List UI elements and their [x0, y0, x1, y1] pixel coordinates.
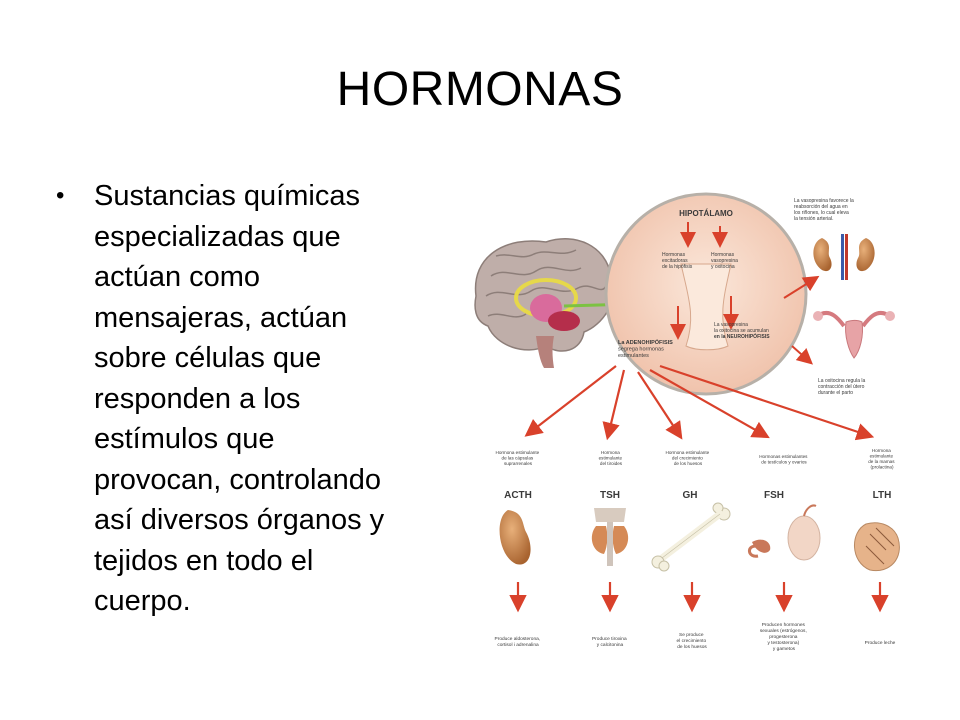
uterus-illustration [813, 311, 895, 359]
bullet-text: Sustancias químicas especializadas que a… [94, 180, 385, 617]
pituitary-magnified-view [604, 192, 808, 396]
neurohypophysis-note: La vasopresina la oxitocina se acumulan … [714, 322, 770, 340]
adenohypophysis-arrows [524, 364, 875, 441]
target-organs [499, 502, 900, 572]
kidneys-illustration [813, 234, 875, 280]
slide-title: HORMONAS [336, 63, 624, 116]
uterus-line-2: contracción del útero [818, 384, 865, 390]
hypo-right-line-3: y oxitocina [711, 264, 735, 270]
tsh-effect: Produce tiroxina y calcitonina [592, 636, 628, 648]
fsh-desc: Hormonas estimulantes de testículos y ov… [759, 454, 809, 465]
gh-desc: Hormona estimulante del crecimiento de l… [666, 450, 711, 466]
tsh-desc: Hormona estimulante del tiroides [599, 450, 624, 466]
lth-desc: Hormona estimulante de la mamas (prolact… [868, 448, 896, 470]
acth-label: ACTH [504, 490, 532, 501]
hypo-left-line-3: de la hipófisis [662, 264, 693, 270]
hypo-right-line-1: Hormonas [711, 252, 735, 258]
hormone-names: ACTH TSH GH FSH LTH [504, 490, 891, 501]
hormone-diagram-svg: HIPOTÁLAMO Hormonas excitadoras de la hi… [474, 192, 900, 652]
neuro-line-3: en la NEUROHIPÓFISIS [714, 332, 770, 340]
gh-effect: Se produce el crecimiento de los huesos [677, 632, 708, 650]
tsh-label: TSH [600, 490, 620, 501]
gonads-illustration [748, 504, 821, 561]
kidney-line-2: reabsorción del agua en [794, 204, 848, 210]
adeno-line-2: segrega hormonas [618, 347, 664, 353]
hypo-left-line-1: Hormonas [662, 252, 686, 258]
adenohypophysis-note: La ADENOHIPÓFISIS segrega hormonas estim… [618, 338, 674, 359]
kidney-line-4: la tensión arterial. [794, 216, 833, 222]
lth-label: LTH [873, 490, 892, 501]
kidney-line-3: los riñones, lo cual eleva [794, 210, 849, 216]
uterus-note: La oxitocina regula la contracción del ú… [818, 378, 867, 396]
hypo-right-line-2: vasopresina [711, 258, 738, 264]
hormone-descriptions: Hormona estimulante de las cápsulas supr… [496, 448, 896, 470]
hypo-left-line-2: excitadoras [662, 258, 688, 264]
acth-effect: Produce aldosterona, cortisol i adrenali… [495, 636, 542, 648]
adeno-line-3: estimulantes [618, 353, 649, 359]
kidney-note: La vasopresina favorece la reabsorción d… [794, 198, 855, 222]
bone-illustration [651, 502, 731, 572]
neuro-line-2: la oxitocina se acumulan [714, 328, 769, 334]
bullet-marker: • [56, 182, 65, 209]
adeno-line-1: La ADENOHIPÓFISIS [618, 338, 673, 346]
uterus-line-1: La oxitocina regula la [818, 378, 865, 384]
bullet-list: • Sustancias químicas especializadas que… [56, 176, 446, 622]
hypo-left-note: Hormonas excitadoras de la hipófisis [662, 252, 693, 270]
hypothalamus-label: HIPOTÁLAMO [679, 209, 733, 218]
hormone-diagram: HIPOTÁLAMO Hormonas excitadoras de la hi… [466, 186, 912, 670]
neuro-line-1: La vasopresina [714, 322, 748, 328]
effect-arrows [509, 582, 889, 613]
acth-desc: Hormona estimulante de las cápsulas supr… [496, 450, 541, 466]
hypo-right-note: Hormonas vasopresina y oxitocina [711, 252, 739, 270]
thyroid-illustration [591, 508, 629, 566]
adrenal-gland-illustration [499, 510, 531, 565]
fsh-label: FSH [764, 490, 784, 501]
hormone-effects: Produce aldosterona, cortisol i adrenali… [495, 622, 896, 652]
kidney-line-1: La vasopresina favorece la [794, 198, 854, 204]
mammary-gland-illustration [854, 522, 900, 572]
lth-effect: Produce leche [865, 640, 896, 646]
uterus-line-3: durante el parto [818, 390, 853, 396]
fsh-effect: Producen hormones sexuales (estrógenos, … [760, 622, 808, 652]
gh-label: GH [683, 490, 698, 501]
